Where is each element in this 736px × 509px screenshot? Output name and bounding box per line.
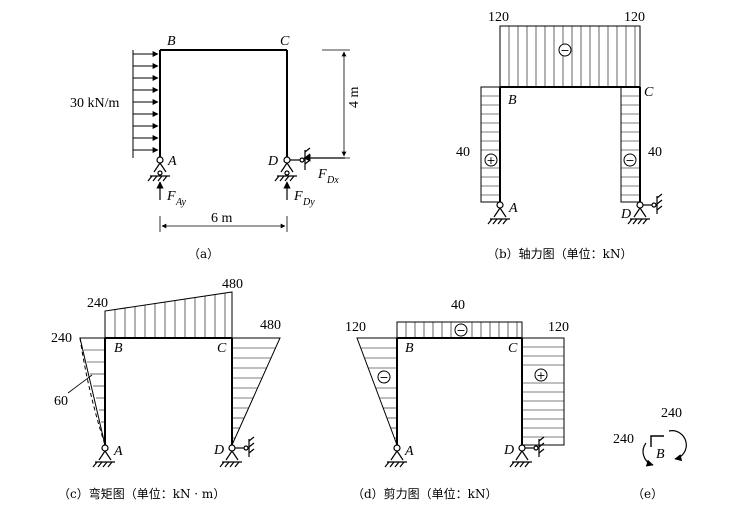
value-col-right-top: 480 [260,318,281,333]
joint-b-corner [650,435,664,447]
node-a-label: A [113,444,123,459]
value-top-left: 120 [488,10,509,25]
sign-left: − [379,371,388,384]
node-d-label: D [503,443,514,458]
node-d-label: D [213,443,224,458]
caption-c: （c）弯矩图（单位：kN · m） [58,486,225,501]
value-beam: 40 [451,298,465,313]
shear-diagram-right-column [521,337,565,446]
frame-structure-b [499,86,641,202]
sign-circle-right [534,368,548,382]
node-b-label: B [167,34,176,49]
value-left: 40 [456,145,470,160]
caption-b: （b）轴力图（单位：kN） [487,246,632,261]
moment-arrow-left [642,442,654,467]
panel-c: 240 480 240 480 60 B C A D （c）弯矩图（单位：kN … [51,277,281,501]
pin-support-d [274,147,311,182]
width-label: 6 m [211,211,233,226]
node-c-label: C [280,34,290,49]
frame-structure-d [396,337,523,445]
sign-circle-left [484,153,498,167]
sign-left: + [486,154,495,167]
frame-structure-c [104,337,233,445]
fdy-label: F [293,189,303,204]
moment-diagram-left-column [79,337,106,446]
moment-diagram-beam [104,291,233,339]
sign-circle-left [377,370,391,384]
node-a-label: A [508,201,518,216]
node-b-label: B [508,93,517,108]
sign-right: − [625,154,634,167]
axial-diagram-left-column [480,86,501,203]
value-top: 240 [661,406,682,421]
pin-support-a [384,444,407,468]
dimension-lines [159,49,350,232]
fdx-subscript: Dx [326,175,339,186]
node-b-label: B [656,447,665,462]
axial-diagram-right-column [620,86,641,203]
axial-diagram-beam [499,25,641,88]
caption-a: （a） [188,247,219,261]
node-b-label: B [405,341,414,356]
pin-support-d [509,436,545,468]
pin-support-d [627,193,663,225]
sign-circle-right [623,153,637,167]
node-a-label: A [167,154,177,169]
value-left: 120 [345,320,366,335]
panel-b: − + − 120 120 40 40 B C A D （b）轴力图（单位：kN… [456,10,663,261]
node-b-label: B [114,341,123,356]
moment-diagram-right-column [231,337,281,446]
panel-e: 240 240 B （e） [613,406,687,501]
fay-subscript: Ay [175,197,187,208]
caption-e: （e） [632,487,663,501]
node-c-label: C [508,341,518,356]
panel-a: 30 kN/m [70,34,362,261]
sign-beam: − [456,324,465,337]
sign-circle-top [558,43,572,57]
frame-structure-a [159,49,288,158]
value-beam-left: 240 [87,296,108,311]
distributed-load [132,50,159,158]
sign-right: + [536,369,545,382]
value-mid: 60 [54,394,68,409]
value-left: 240 [613,432,634,447]
node-a-label: A [404,444,414,459]
value-top-right: 120 [624,10,645,25]
shear-diagram-beam [396,321,523,339]
node-c-label: C [644,85,654,100]
pin-support-a [147,156,170,182]
node-c-label: C [217,341,227,356]
sign-top: − [560,44,569,57]
fdy-subscript: Dy [302,197,315,208]
fdx-label: F [317,167,327,182]
sign-circle-beam [454,323,468,337]
node-d-label: D [267,154,278,169]
caption-d: （d）剪力图（单位：kN） [352,486,497,501]
panel-d: − − + 40 120 120 B C A D （d）剪力图（单位：kN） [345,298,569,501]
pin-support-a [487,201,510,225]
value-col-left-top: 240 [51,331,72,346]
value-right: 40 [648,145,662,160]
pin-support-d [219,436,255,468]
leader-line-60 [67,374,93,394]
shear-diagram-left-column [356,337,398,446]
pin-support-a [92,444,115,468]
value-right: 120 [548,320,569,335]
value-beam-right: 480 [222,277,243,292]
load-label: 30 kN/m [70,96,120,111]
node-d-label: D [620,207,631,222]
height-label: 4 m [347,87,362,109]
moment-arrow-right [668,430,687,462]
fay-label: F [166,189,176,204]
